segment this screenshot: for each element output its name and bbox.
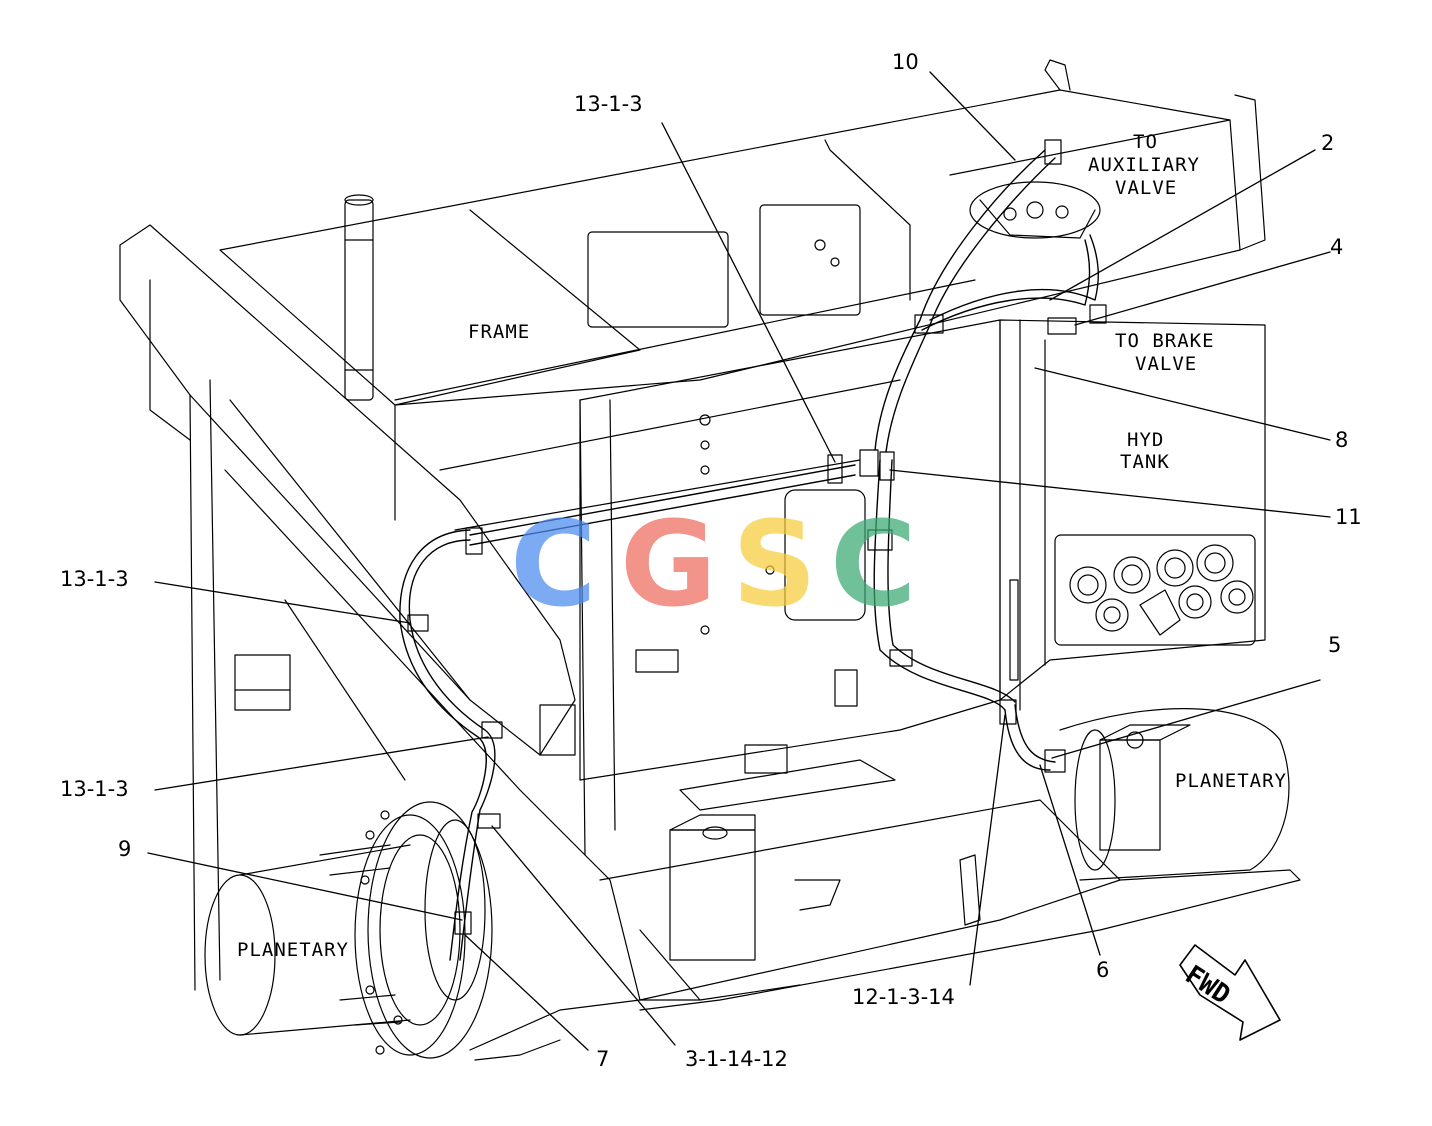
watermark-letter-c1: C: [510, 495, 597, 633]
callout-13-1-3-low: 13-1-3: [60, 777, 129, 801]
callout-3-1-14-12: 3-1-14-12: [685, 1047, 788, 1071]
callout-11: 11: [1335, 505, 1362, 529]
label-planetary-left: PLANETARY: [237, 939, 349, 961]
callout-9: 9: [118, 837, 132, 861]
fittings: [407, 139, 1107, 935]
callout-6: 6: [1096, 958, 1110, 982]
aux-valve: [969, 181, 1101, 239]
watermark-letter-s: S: [732, 495, 817, 633]
label-to-aux-1: TO: [1133, 131, 1158, 153]
label-frame: FRAME: [468, 321, 531, 343]
label-hyd: HYD: [1127, 429, 1165, 451]
label-to-aux-3: VALVE: [1115, 177, 1178, 199]
label-to-brake-2: VALVE: [1135, 353, 1198, 375]
base: [469, 869, 1301, 1061]
right-planetary: [1059, 708, 1290, 881]
callout-13-1-3-top: 13-1-3: [574, 92, 643, 116]
front-bracket: [639, 814, 981, 1001]
label-to-aux-2: AUXILIARY: [1088, 154, 1200, 176]
callout-4: 4: [1330, 235, 1344, 259]
left-boom: [119, 224, 701, 1001]
watermark-letter-c2: C: [830, 495, 917, 633]
hyd-tank: [999, 319, 1266, 711]
callout-2: 2: [1321, 131, 1335, 155]
callout-12-1-3-14: 12-1-3-14: [852, 985, 955, 1009]
callout-10: 10: [892, 50, 919, 74]
callout-5: 5: [1328, 633, 1342, 657]
label-tank: TANK: [1120, 451, 1170, 473]
label-to-brake-1: TO BRAKE: [1115, 330, 1215, 352]
left-planetary: [204, 801, 493, 1059]
leader-lines: [147, 71, 1331, 1051]
callout-13-1-3-left: 13-1-3: [60, 567, 129, 591]
callout-7: 7: [596, 1047, 610, 1071]
hoses: [399, 149, 1099, 961]
watermark-letter-g: G: [620, 495, 717, 633]
fwd-arrow-shape: [1179, 944, 1281, 1041]
frame-structure: [219, 59, 1266, 531]
label-planetary-right: PLANETARY: [1175, 770, 1287, 792]
callout-8: 8: [1335, 428, 1349, 452]
